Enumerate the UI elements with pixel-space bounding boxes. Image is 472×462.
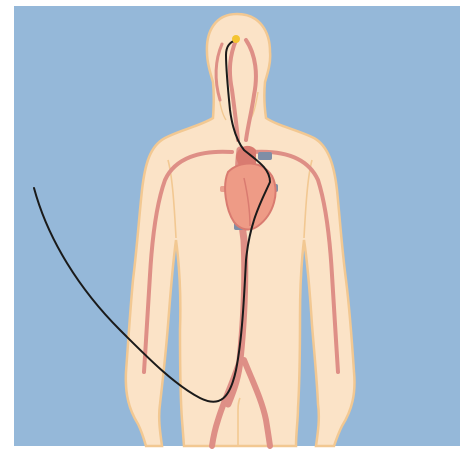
catheter-tip-marker <box>232 35 240 43</box>
vein-right-upper <box>258 152 272 160</box>
